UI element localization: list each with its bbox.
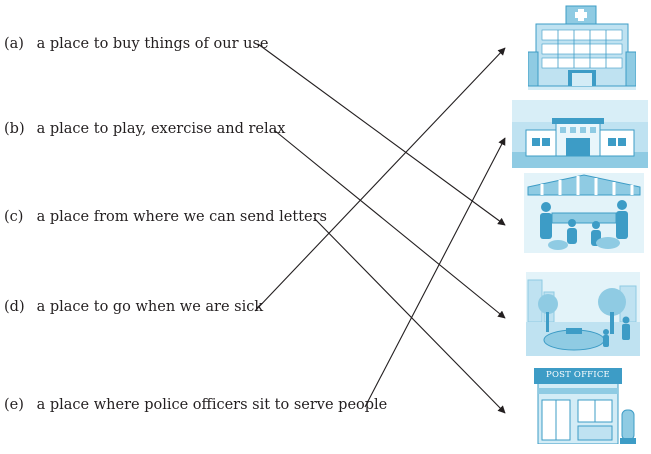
item-d-text: a place to go when we are sick xyxy=(36,299,264,315)
item-c-text: a place from where we can send letters xyxy=(36,209,327,225)
park-picture xyxy=(526,272,640,356)
item-b: (b) a place to play, exercise and relax xyxy=(4,121,285,137)
post-office-sign: POST OFFICE xyxy=(546,370,610,380)
item-e-tag: (e) xyxy=(4,397,24,413)
post-office-picture: POST OFFICE xyxy=(534,364,638,444)
line-a-to-market xyxy=(257,43,506,226)
item-d: (d) a place to go when we are sick xyxy=(4,299,263,315)
item-a: (a) a place to buy things of our use xyxy=(4,36,268,52)
item-a-tag: (a) xyxy=(4,36,24,52)
market-picture xyxy=(524,173,644,253)
hospital-picture xyxy=(528,2,636,90)
item-e-text: a place where police officers sit to ser… xyxy=(36,397,388,413)
item-d-tag: (d) xyxy=(4,299,25,315)
item-b-tag: (b) xyxy=(4,121,25,137)
police-station-picture xyxy=(512,100,648,168)
item-e: (e) a place where police officers sit to… xyxy=(4,397,387,413)
line-e-to-police-station xyxy=(364,137,506,408)
item-a-text: a place to buy things of our use xyxy=(36,36,269,52)
item-b-text: a place to play, exercise and relax xyxy=(36,121,286,137)
line-c-to-post-office xyxy=(313,217,506,414)
line-b-to-park xyxy=(273,129,506,319)
line-d-to-hospital xyxy=(254,47,506,312)
item-c-tag: (c) xyxy=(4,209,24,225)
item-c: (c) a place from where we can send lette… xyxy=(4,209,327,225)
